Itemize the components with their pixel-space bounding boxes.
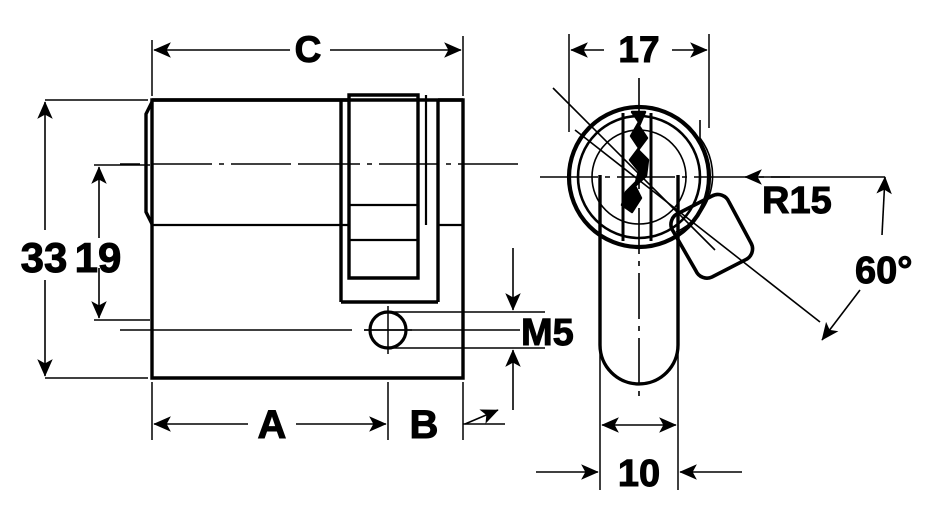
end-view-angle-rays [552,87,821,323]
dimension-33 [37,99,148,379]
side-view-left-chamfer [144,101,154,225]
dimension-c-label: C [295,29,322,70]
dimension-60deg [821,289,861,341]
dimension-19-label: 19 [75,234,122,281]
dimension-b-label: B [410,403,439,447]
dimension-c [151,36,464,96]
end-view-cam-tab [669,192,755,280]
dimension-10-label: 10 [618,453,660,495]
dimension-b [462,382,505,440]
dimension-60deg-label: 60° [855,250,912,292]
side-view-cam-block [339,93,440,304]
dimension-r15 [675,120,892,236]
dimension-m5-label: M5 [521,312,574,354]
dimension-10 [536,350,742,490]
dimension-r15-label: R15 [762,180,832,222]
dimension-17 [568,34,710,132]
dimension-19 [91,164,150,321]
dimension-33-label: 33 [21,234,68,281]
dimension-a-label: A [258,403,287,447]
side-view-end-cap [438,98,463,227]
dimension-m5 [388,248,545,410]
dimension-a [151,382,389,440]
side-view-barrel-section [152,98,349,227]
dimension-17-label: 17 [618,29,659,70]
